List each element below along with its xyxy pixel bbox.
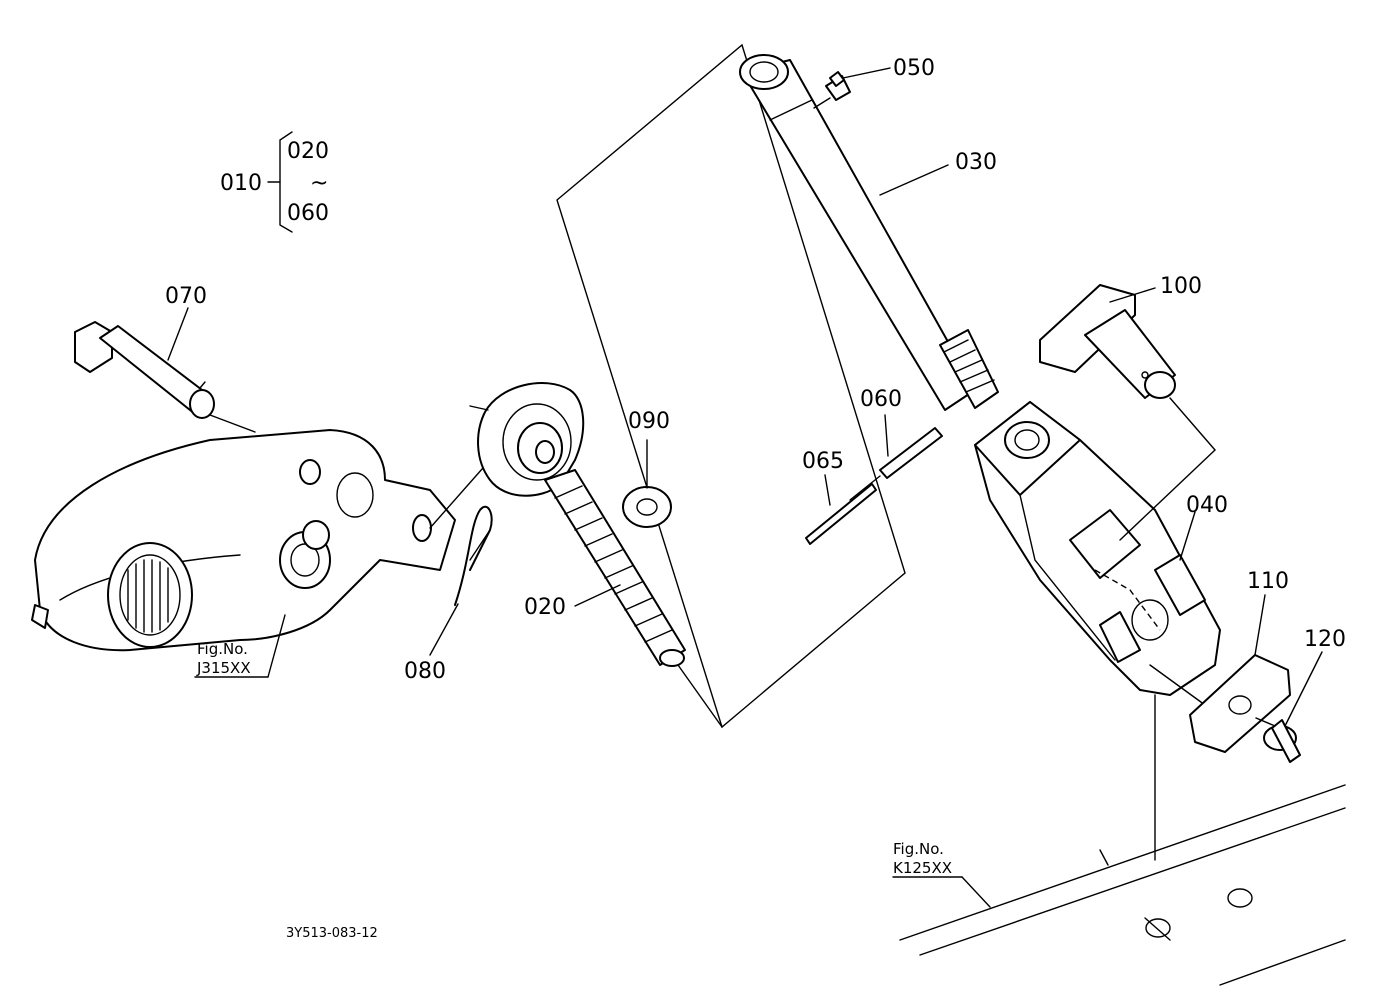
part-065-pin — [805, 483, 877, 545]
label-range-060: 060 — [287, 201, 329, 226]
assembly-outline — [556, 43, 906, 729]
frame-rails — [899, 784, 1346, 986]
label-range-tilde: ~ — [310, 171, 328, 196]
range-bracket — [267, 131, 293, 233]
label-070: 070 — [165, 284, 207, 309]
label-050: 050 — [893, 56, 935, 81]
lift-arm — [31, 429, 491, 652]
part-050-grease-nipple — [813, 71, 851, 109]
fig-ref-label-2: Fig.No. — [893, 840, 944, 858]
part-040-yoke — [974, 401, 1221, 861]
part-070-pin — [74, 321, 256, 433]
label-110: 110 — [1247, 569, 1289, 594]
part-020-rod-end — [469, 382, 723, 728]
part-060-pin — [849, 427, 943, 501]
leader-lines — [167, 67, 1323, 908]
part-030-tube — [739, 54, 999, 411]
label-065: 065 — [802, 449, 844, 474]
fig-ref-code-2: K125XX — [893, 859, 952, 877]
label-090: 090 — [628, 409, 670, 434]
fig-ref-label-1: Fig.No. — [197, 640, 248, 658]
label-020: 020 — [524, 595, 566, 620]
label-040: 040 — [1186, 493, 1228, 518]
label-100: 100 — [1160, 274, 1202, 299]
label-010: 010 — [220, 171, 262, 196]
label-120: 120 — [1304, 627, 1346, 652]
part-120-bolt — [1255, 717, 1301, 763]
drawing-code: 3Y513-083-12 — [286, 926, 378, 941]
part-090-washer — [622, 486, 672, 528]
label-030: 030 — [955, 150, 997, 175]
part-100-t-pin — [1039, 284, 1216, 451]
label-080: 080 — [404, 659, 446, 684]
part-080-r-clip — [454, 505, 493, 606]
label-060: 060 — [860, 387, 902, 412]
fig-ref-code-1: J315XX — [196, 659, 251, 677]
label-range-020: 020 — [287, 139, 329, 164]
